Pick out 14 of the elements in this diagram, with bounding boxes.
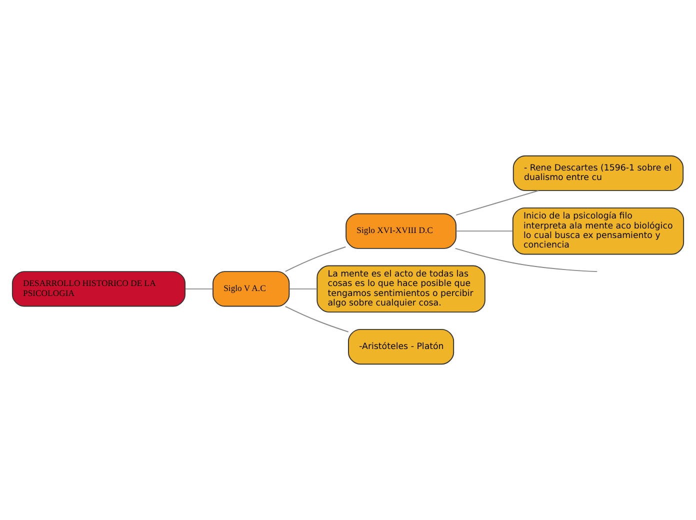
connector xyxy=(288,288,318,290)
node-box: Inicio de la psicología filo interpreta ala mente aco biológico lo cual busca ex pensamiento y conciencia xyxy=(512,207,684,255)
node-box: La mente es el acto de todas las cosas es lo que hace posible que tengamos sentimientos o percibir algo sobre cualquier cosa. xyxy=(316,265,486,313)
connector xyxy=(284,306,349,332)
node-box: -Aristóteles - Platón xyxy=(348,328,454,365)
node-box: Siglo V A.C xyxy=(212,271,290,307)
connector xyxy=(184,288,214,290)
node-box: Siglo XVI-XVIII D.C xyxy=(346,213,456,249)
node-box: - Rene Descartes (1596-1 sobre el dualismo entre cu xyxy=(512,155,684,192)
connector xyxy=(454,248,598,272)
connector xyxy=(456,230,514,232)
node-box: DESARROLLO HISTORICO DE LA PSICOLOGIA xyxy=(12,271,186,307)
connector xyxy=(284,246,346,272)
connector xyxy=(456,190,540,216)
